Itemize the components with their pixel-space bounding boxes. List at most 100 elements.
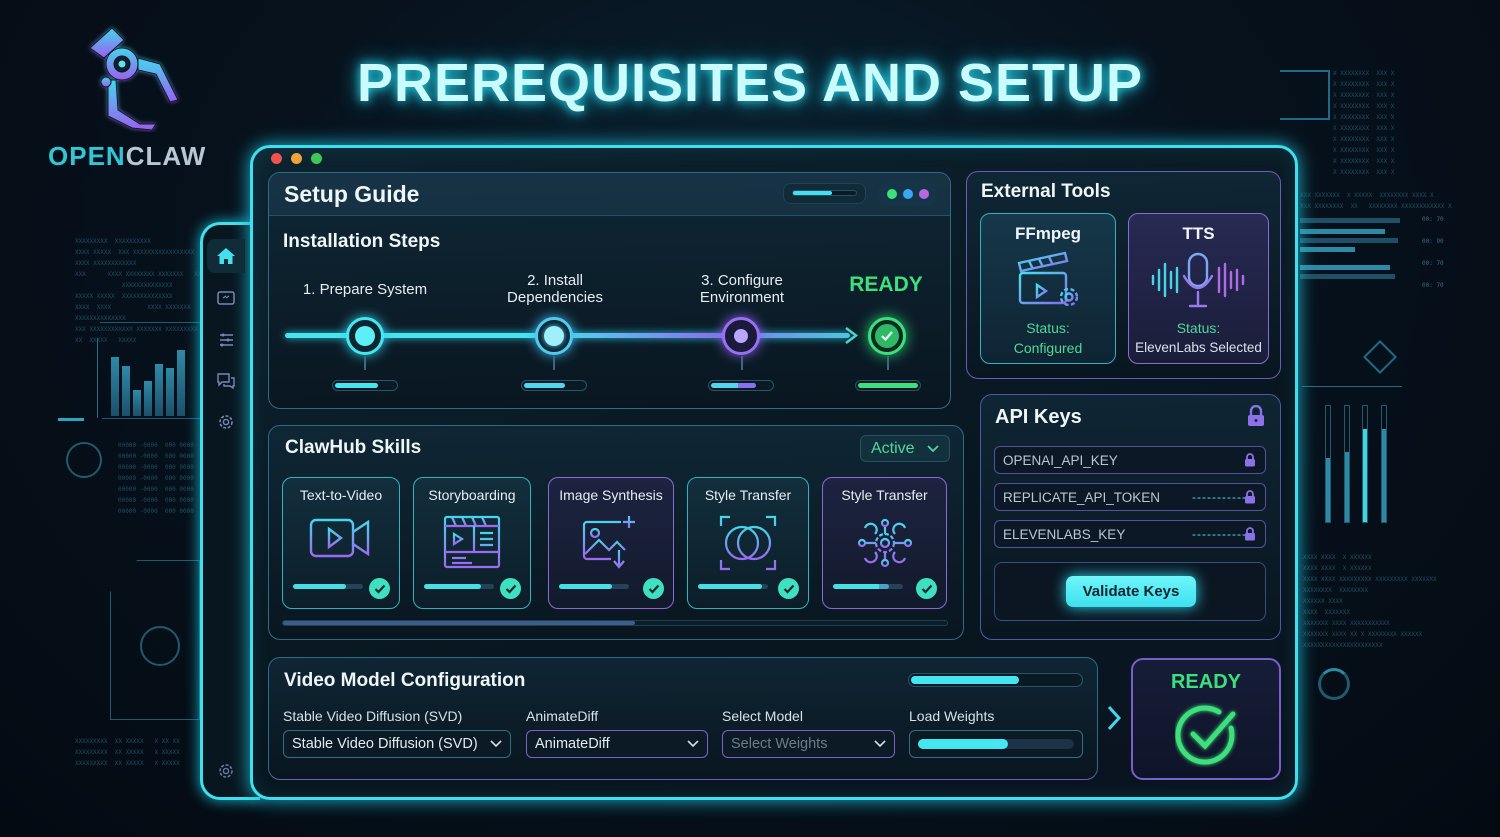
check-icon bbox=[881, 331, 893, 342]
load-weights-progress bbox=[909, 730, 1083, 758]
maximize-button[interactable] bbox=[311, 153, 322, 164]
sidebar-item-messages[interactable] bbox=[207, 364, 245, 398]
api-keys-title: API Keys bbox=[995, 406, 1082, 428]
clawhub-skills-title: ClawHub Skills bbox=[285, 437, 422, 458]
tts-status: ElevenLabs Selected bbox=[1135, 340, 1262, 355]
sidebar-item-settings-list[interactable] bbox=[207, 323, 245, 357]
step-1-label: 1. Prepare System bbox=[302, 281, 428, 298]
storyboard-icon bbox=[443, 515, 501, 569]
brand-name: OPENCLAW bbox=[48, 141, 207, 171]
chevron-down-icon bbox=[490, 740, 502, 748]
setup-progress bbox=[783, 183, 866, 204]
media-card-icon bbox=[217, 291, 235, 305]
network-gear-icon bbox=[857, 518, 912, 568]
settings-gear-icon bbox=[219, 764, 233, 778]
skills-filter-dropdown[interactable]: Active bbox=[860, 435, 950, 462]
sidebar-item-home[interactable] bbox=[207, 239, 245, 273]
check-icon bbox=[778, 578, 799, 599]
step-ready-node[interactable] bbox=[868, 317, 906, 355]
video-camera-icon bbox=[309, 518, 370, 558]
chevron-right-icon bbox=[1107, 705, 1122, 731]
status-dot-purple bbox=[918, 188, 929, 199]
step-1-node[interactable] bbox=[346, 317, 384, 355]
skill-progress bbox=[559, 584, 629, 589]
sliders-icon bbox=[220, 333, 233, 347]
video-model-title: Video Model Configuration bbox=[284, 670, 526, 691]
close-button[interactable] bbox=[271, 153, 282, 164]
robotic-claw-icon bbox=[89, 27, 179, 131]
home-icon bbox=[217, 248, 235, 264]
skill-card-style-transfer-2[interactable]: Style Transfer bbox=[822, 477, 947, 609]
svd-label: Stable Video Diffusion (SVD) bbox=[283, 708, 463, 724]
svd-select[interactable]: Stable Video Diffusion (SVD) bbox=[283, 730, 511, 758]
skill-card-style-transfer-1[interactable]: Style Transfer bbox=[687, 477, 809, 609]
api-key-field-replicate[interactable]: REPLICATE_API_TOKEN ----------- bbox=[994, 483, 1266, 511]
skill-progress bbox=[293, 584, 363, 589]
status-indicator-dots bbox=[878, 182, 937, 205]
step-ready-label: READY bbox=[849, 273, 923, 296]
ready-label: READY bbox=[1170, 671, 1241, 693]
chat-icon bbox=[217, 373, 235, 390]
chevron-down-icon bbox=[687, 740, 699, 748]
tool-card-tts[interactable]: TTS Status: ElevenLabs Selected bbox=[1128, 213, 1269, 364]
external-tools-title: External Tools bbox=[981, 181, 1111, 202]
skills-scrollbar-thumb[interactable] bbox=[283, 621, 635, 625]
step-3-node[interactable] bbox=[722, 317, 760, 355]
skill-card-image-synthesis[interactable]: Image Synthesis bbox=[548, 477, 674, 609]
sidebar-item-settings[interactable] bbox=[207, 405, 245, 439]
check-icon bbox=[643, 578, 664, 599]
validate-area bbox=[994, 562, 1266, 621]
api-key-field-openai[interactable]: OPENAI_API_KEY bbox=[994, 446, 1266, 474]
skill-card-text-to-video[interactable]: Text-to-Video bbox=[282, 477, 400, 609]
check-icon bbox=[500, 578, 521, 599]
decor-code-left: XXXXXXXXX XXXXXXXXXX XXXX XXXXX XXX XXXX… bbox=[75, 238, 209, 344]
chevron-down-icon bbox=[874, 740, 886, 748]
installation-steps-title: Installation Steps bbox=[283, 231, 441, 252]
skill-progress bbox=[424, 584, 494, 589]
tool-card-ffmpeg[interactable]: FFmpeg Status: Configured bbox=[980, 213, 1116, 364]
skill-progress bbox=[833, 584, 903, 589]
minimize-button[interactable] bbox=[291, 153, 302, 164]
lock-icon bbox=[1245, 453, 1255, 467]
skill-card-storyboarding[interactable]: Storyboarding bbox=[413, 477, 531, 609]
validate-keys-button[interactable]: Validate Keys bbox=[1066, 576, 1196, 607]
clapperboard-gear-icon bbox=[1017, 251, 1079, 307]
gear-icon bbox=[219, 415, 233, 429]
weights-select[interactable]: Select Weights bbox=[722, 730, 895, 758]
animatediff-select[interactable]: AnimateDiff bbox=[526, 730, 708, 758]
style-blend-icon bbox=[719, 515, 777, 571]
step-2-progress bbox=[521, 380, 587, 391]
lock-icon bbox=[1248, 405, 1264, 426]
microphone-waveform-icon bbox=[1151, 252, 1245, 308]
brand-logo bbox=[82, 24, 186, 132]
status-dot-blue bbox=[902, 188, 913, 199]
sidebar-item-media[interactable] bbox=[207, 281, 245, 315]
step-2-node[interactable] bbox=[535, 317, 573, 355]
arrow-right-icon bbox=[845, 327, 859, 344]
page-title: PREREQUISITES AND SETUP bbox=[356, 53, 1144, 113]
step-3-progress bbox=[708, 380, 774, 391]
lock-icon bbox=[1245, 527, 1255, 541]
lock-icon bbox=[1245, 490, 1255, 504]
check-icon bbox=[916, 578, 937, 599]
ffmpeg-status: Configured bbox=[1013, 340, 1083, 356]
step-1-progress bbox=[332, 380, 398, 391]
select-model-label: Select Model bbox=[722, 708, 803, 724]
decor-ring bbox=[66, 442, 102, 478]
animatediff-label: AnimateDiff bbox=[526, 708, 599, 724]
check-circle-icon bbox=[1175, 705, 1236, 765]
load-weights-label: Load Weights bbox=[909, 708, 995, 724]
sidebar-footer-settings[interactable] bbox=[207, 754, 245, 788]
ready-card: READY bbox=[1131, 658, 1281, 780]
check-icon bbox=[369, 578, 390, 599]
api-key-field-elevenlabs[interactable]: ELEVENLABS_KEY ----------- bbox=[994, 520, 1266, 548]
skills-scrollbar[interactable] bbox=[282, 620, 948, 626]
setup-guide-title: Setup Guide bbox=[284, 181, 420, 207]
image-add-icon bbox=[582, 516, 635, 569]
skill-progress bbox=[698, 584, 768, 589]
window-controls bbox=[271, 153, 322, 164]
video-model-progress bbox=[908, 673, 1083, 687]
chevron-down-icon bbox=[927, 444, 939, 452]
